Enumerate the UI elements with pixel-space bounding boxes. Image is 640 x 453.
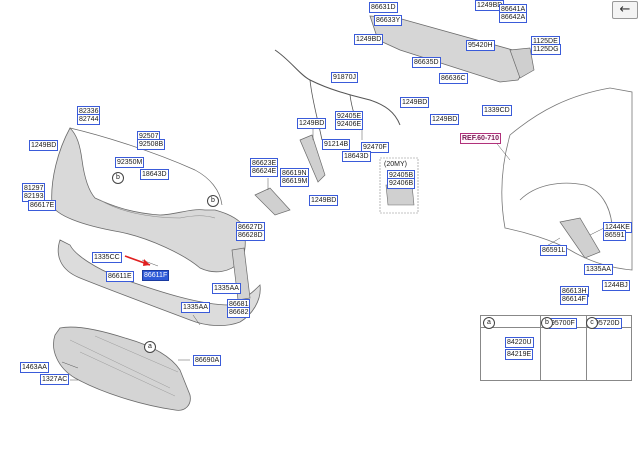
callout-circle-b-leg: b: [541, 317, 553, 329]
skid-plate: [53, 326, 191, 411]
part-label-1335aa-l[interactable]: 1335AA: [212, 283, 241, 294]
part-label-84219e[interactable]: 84219E: [505, 349, 534, 360]
part-label-86611e[interactable]: 86611E: [106, 271, 134, 282]
part-label-18643d-l[interactable]: 18643D: [140, 169, 169, 180]
center-bracket: [299, 134, 326, 183]
part-label-1249bd-m1[interactable]: 1249BD: [297, 118, 327, 129]
wheel-arch: [519, 182, 613, 226]
part-label-92406b[interactable]: 92406B: [387, 178, 416, 189]
part-label-1249bd-t3[interactable]: 1249BD: [400, 97, 430, 108]
wiring-harness: [274, 49, 401, 126]
part-label-1249bd-m2[interactable]: 1249BD: [309, 195, 339, 206]
part-label-20my: (20MY): [384, 161, 407, 168]
part-label-1463aa[interactable]: 1463AA: [20, 362, 49, 373]
part-label-1125dg[interactable]: 1125DG: [531, 44, 561, 55]
variant-box: [379, 157, 419, 214]
bumper-upper-edge: [69, 127, 223, 206]
part-label-91214b[interactable]: 91214B: [322, 139, 351, 150]
part-label-1335aa-r[interactable]: 1335AA: [584, 264, 613, 275]
part-label-86591[interactable]: 86591: [603, 230, 627, 241]
part-label-1249bd-l1[interactable]: 1249BD: [29, 140, 59, 151]
beam-bracket: [509, 47, 535, 79]
part-label-86642a[interactable]: 86642A: [499, 12, 528, 23]
part-label-86635d[interactable]: 86635D: [412, 57, 441, 68]
part-label-1335aa-m[interactable]: 1335AA: [181, 302, 210, 313]
part-label-1327ac[interactable]: 1327AC: [40, 374, 70, 385]
part-label-86614f[interactable]: 86614F: [560, 294, 588, 305]
part-label-95700f[interactable]: 95700F: [549, 318, 577, 329]
skid-plate-rib: [69, 335, 179, 397]
part-label-1249bd-t2[interactable]: 1249BD: [354, 34, 384, 45]
part-label-1339cd[interactable]: 1339CD: [482, 105, 512, 116]
part-label-86628d[interactable]: 86628D: [236, 230, 265, 241]
part-label-92406e[interactable]: 92406E: [335, 119, 364, 130]
part-label-86624e[interactable]: 86624E: [250, 166, 279, 177]
part-label-95420h[interactable]: 95420H: [466, 40, 495, 51]
vehicle-body-outline: [501, 87, 633, 271]
part-label-91870j[interactable]: 91870J: [331, 72, 358, 83]
callout-circle-a-skid: a: [144, 341, 156, 353]
part-label-1244bj[interactable]: 1244BJ: [602, 280, 630, 291]
bumper-step: [99, 199, 216, 219]
callout-circle-c-leg: c: [586, 317, 598, 329]
callout-circle-a-leg: a: [483, 317, 495, 329]
back-button[interactable]: ←: [612, 1, 638, 19]
part-label-86633y[interactable]: 86633Y: [374, 15, 403, 26]
part-label-1335cc[interactable]: 1335CC: [92, 252, 122, 263]
part-label-92350m[interactable]: 92350M: [115, 157, 145, 168]
part-label-1249bd-t4[interactable]: 1249BD: [430, 114, 460, 125]
bumper-beam: [369, 15, 529, 83]
arrow-left-icon: ←: [619, 2, 631, 17]
part-label-86636c[interactable]: 86636C: [439, 73, 468, 84]
part-label-86682[interactable]: 86682: [227, 307, 251, 318]
part-label-82744[interactable]: 82744: [77, 114, 101, 125]
wiring-branch: [309, 79, 361, 141]
part-label-86619m[interactable]: 86619M: [280, 176, 310, 187]
part-label-92508b[interactable]: 92508B: [137, 139, 166, 150]
part-label-92470f[interactable]: 92470F: [361, 142, 389, 153]
part-label-84220u[interactable]: 84220U: [505, 337, 534, 348]
part-label-86690a[interactable]: 86690A: [193, 355, 222, 366]
part-label-18643d-m[interactable]: 18643D: [342, 151, 371, 162]
side-bracket-mid: [254, 187, 291, 216]
callout-circle-b-top: b: [112, 172, 124, 184]
callout-circle-b-right: b: [207, 195, 219, 207]
part-label-ref60-710[interactable]: REF.60-710: [460, 133, 501, 144]
rear-side-bracket: [559, 217, 601, 259]
part-label-86617e[interactable]: 86617E: [28, 200, 57, 211]
part-label-86611f-hl[interactable]: 86611F: [142, 270, 170, 281]
part-label-86631d[interactable]: 86631D: [369, 2, 398, 13]
part-label-86591l[interactable]: 86591L: [540, 245, 568, 256]
